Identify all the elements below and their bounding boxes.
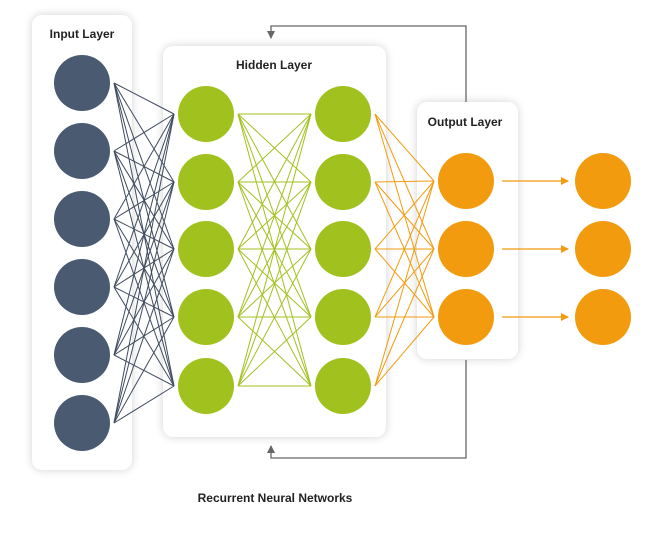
edge-hidden-output xyxy=(374,180,435,318)
hidden-layer-title: Hidden Layer xyxy=(235,58,313,72)
hidden-neuron xyxy=(178,289,234,345)
edge-hidden-output xyxy=(374,316,435,387)
edge-hidden-hidden xyxy=(237,248,312,387)
input-neuron xyxy=(54,55,110,111)
output-neuron xyxy=(438,289,494,345)
feedback-loop xyxy=(267,25,467,459)
edge-hidden-hidden xyxy=(237,113,312,318)
neurons xyxy=(54,55,631,451)
edge-hidden-hidden xyxy=(237,316,312,387)
hidden-neuron xyxy=(315,358,371,414)
feedback-line-top xyxy=(267,25,467,102)
edge-input-hidden xyxy=(113,316,175,424)
diagram-caption: Recurrent Neural Networks xyxy=(197,491,353,505)
edge-input-hidden xyxy=(113,82,175,115)
input-neuron xyxy=(54,395,110,451)
edge-hidden-output xyxy=(374,180,435,250)
output-neuron xyxy=(438,221,494,277)
edge-hidden-hidden xyxy=(237,113,312,183)
input-neuron xyxy=(54,123,110,179)
hidden-neuron xyxy=(315,221,371,277)
edge-hidden-output xyxy=(374,113,435,182)
input-layer-title: Input Layer xyxy=(49,27,115,41)
edge-input-hidden xyxy=(113,113,175,152)
edge-hidden-hidden xyxy=(237,181,312,387)
edge-input-hidden xyxy=(113,113,175,356)
hidden-neuron xyxy=(178,86,234,142)
output-layer-title: Output Layer xyxy=(427,115,503,129)
connections xyxy=(113,82,569,424)
feedback-line-bottom xyxy=(267,360,467,459)
edge-input-hidden xyxy=(113,181,175,424)
final-output-neuron xyxy=(575,153,631,209)
edge-input-hidden xyxy=(113,385,175,424)
hidden-neuron xyxy=(315,86,371,142)
edge-hidden-output xyxy=(374,180,435,183)
edge-hidden-hidden xyxy=(237,113,312,387)
edge-input-hidden xyxy=(113,113,175,424)
hidden-neuron xyxy=(178,154,234,210)
edge-input-hidden xyxy=(113,113,175,220)
edge-input-hidden xyxy=(113,113,175,288)
edge-input-hidden xyxy=(113,248,175,424)
hidden-neuron xyxy=(178,221,234,277)
edge-hidden-output xyxy=(374,248,435,387)
edge-hidden-hidden xyxy=(237,113,312,250)
final-output-neuron xyxy=(575,221,631,277)
input-neuron xyxy=(54,327,110,383)
edge-hidden-output xyxy=(374,180,435,387)
input-neuron xyxy=(54,191,110,247)
input-neuron xyxy=(54,259,110,315)
final-output-neuron xyxy=(575,289,631,345)
output-neuron xyxy=(438,153,494,209)
hidden-neuron xyxy=(178,358,234,414)
hidden-neuron xyxy=(315,289,371,345)
hidden-neuron xyxy=(315,154,371,210)
